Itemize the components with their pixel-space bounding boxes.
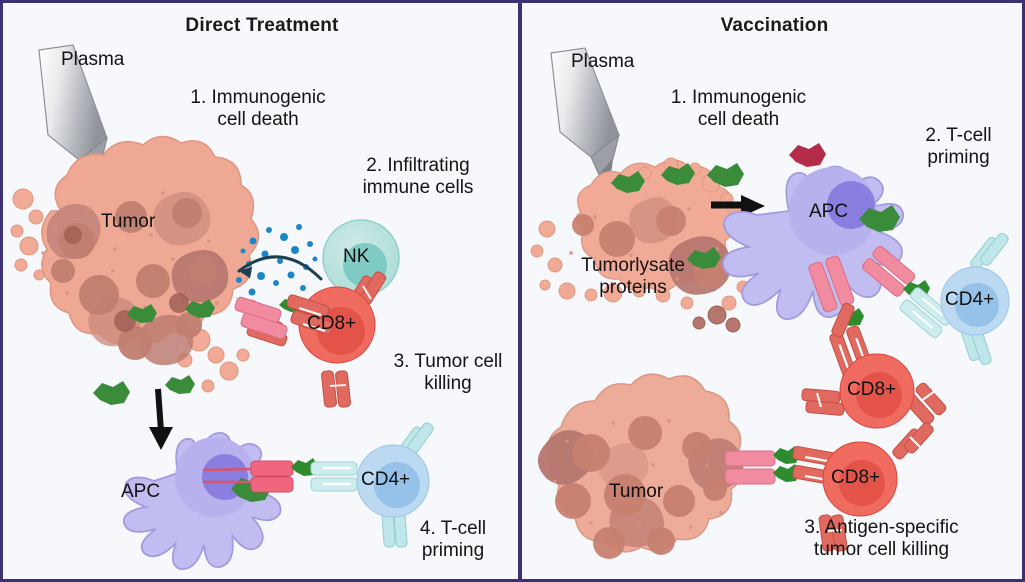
cytokine-particles-icon <box>236 224 318 296</box>
panel-title-direct-treatment: Direct Treatment <box>185 15 339 36</box>
label-step1-direct: 1. Immunogenic cell death <box>190 87 326 130</box>
free-antigen-icon <box>93 381 130 405</box>
free-antigen-icon <box>707 163 744 187</box>
receptor-icon <box>801 302 947 426</box>
cell-label-cd8-direct: CD8+ <box>307 313 357 334</box>
cd8-t-cell <box>242 271 387 408</box>
label-plasma-vaccination: Plasma <box>571 51 635 72</box>
antigen-uptake-arrow-icon <box>149 388 173 450</box>
panel-divider <box>518 3 522 579</box>
plasma-device-icon <box>550 47 629 229</box>
label-step3-vaccination: 3. Antigen-specific tumor cell killing <box>804 517 959 560</box>
tumor-antigen-icon <box>127 299 215 394</box>
cd8-t-cell-upper <box>801 302 947 429</box>
tumor-antigen-icon <box>611 163 721 269</box>
apc-cell <box>722 143 904 320</box>
tumor-lysate-debris <box>530 157 764 333</box>
label-tumorlysate-proteins: Tumorlysate proteins <box>581 255 685 298</box>
cell-label-cd8-upper-vaccination: CD8+ <box>847 379 897 400</box>
cell-label-cd8-lower-vaccination: CD8+ <box>831 467 881 488</box>
tumor-mass-vaccination <box>537 373 744 559</box>
label-step2-vaccination: 2. T-cell priming <box>925 125 992 168</box>
label-step3-direct: 3. Tumor cell killing <box>393 351 503 394</box>
cell-label-apc-vaccination: APC <box>809 201 849 222</box>
free-antigen-red-icon <box>737 243 774 267</box>
mhc1-bridge-tumor-cd8-icon <box>724 446 842 486</box>
mhc2-bridge-apc-cd4-icon <box>862 245 953 339</box>
label-plasma-direct: Plasma <box>61 49 125 70</box>
label-step1-vaccination: 1. Immunogenic cell death <box>670 87 807 130</box>
mhc1-bridge-apc-cd8-icon <box>808 255 874 381</box>
panel-vaccination: Vaccination <box>521 3 1022 579</box>
label-step4-direct: 4. T-cell priming <box>419 518 487 561</box>
receptor-icon <box>242 271 387 408</box>
cell-label-nk: NK <box>343 246 370 267</box>
cell-label-cd4-vaccination: CD4+ <box>945 289 995 310</box>
cell-label-tumor-direct: Tumor <box>101 211 156 232</box>
panel-title-vaccination: Vaccination <box>720 15 829 36</box>
plasma-device-icon <box>38 44 119 239</box>
cytokine-arrow-icon <box>237 255 323 281</box>
label-step2-direct: 2. Infiltrating immune cells <box>362 155 474 198</box>
mhc2-bridge-icon <box>202 458 358 493</box>
cell-label-tumor-vaccination: Tumor <box>609 481 664 502</box>
antigen-uptake-arrow-icon <box>711 195 765 217</box>
tumor-mass-direct <box>10 135 268 394</box>
panel-direct-treatment: Direct Treatment <box>3 3 521 579</box>
cell-label-cd4-direct: CD4+ <box>361 469 411 490</box>
cell-label-apc-direct: APC <box>121 481 161 502</box>
